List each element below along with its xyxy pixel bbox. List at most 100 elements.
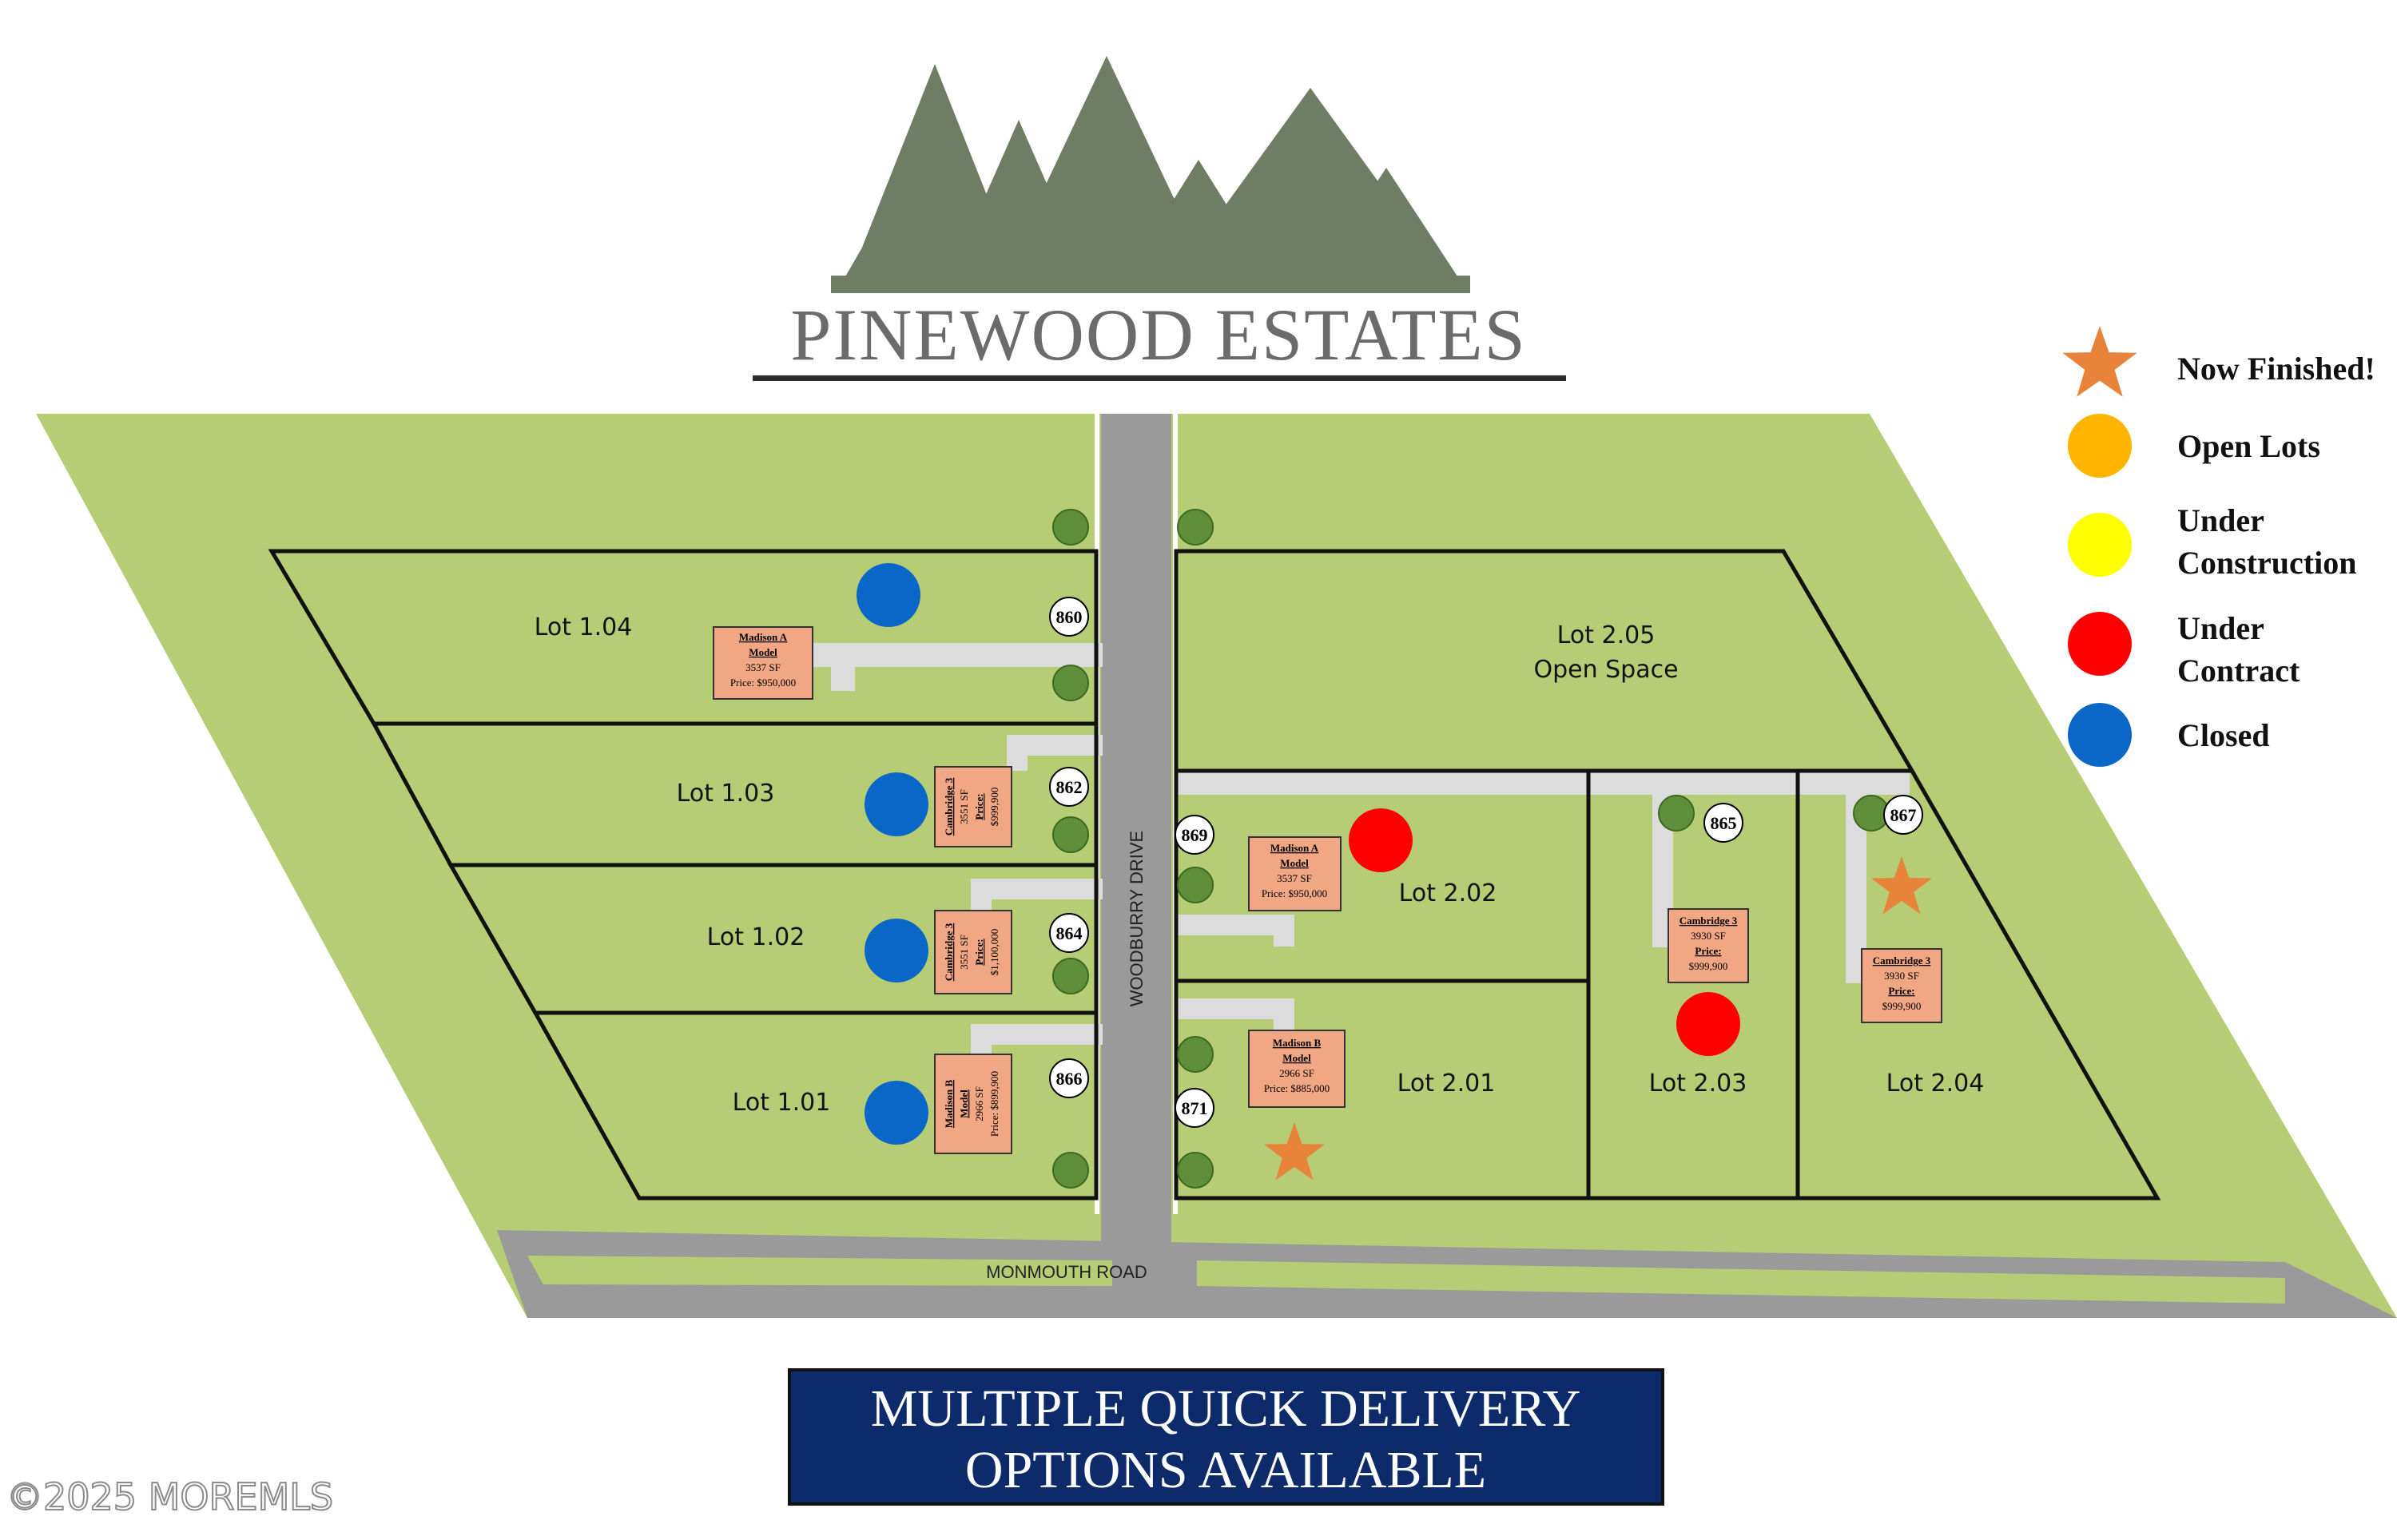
svg-text:Price: $885,000: Price: $885,000 [1264,1082,1330,1094]
lot-2-01-label: Lot 2.01 [1397,1070,1496,1097]
svg-text:Price: $950,000: Price: $950,000 [730,677,796,689]
legend-open-lots: Open Lots [2177,428,2320,464]
lot-2-02-model-box: Madison A Model 3537 SF Price: $950,000 [1248,836,1342,911]
svg-text:Madison B: Madison B [1273,1037,1322,1049]
road-median-left [527,1256,1112,1286]
legend-closed-swatch [2068,703,2132,767]
road-median-right [1197,1260,2285,1304]
legend-under-contract-swatch [2068,612,2132,676]
legend-under-contract-1: Under [2177,610,2264,646]
svg-text:Madison A: Madison A [1270,842,1319,854]
svg-text:865: 865 [1711,813,1737,833]
tree-icons [1052,509,1890,1189]
lot-2-04-label: Lot 2.04 [1886,1070,1985,1097]
legend-closed: Closed [2177,717,2270,753]
lot-1-03-label: Lot 1.03 [677,780,775,808]
svg-text:$999,900: $999,900 [1689,960,1728,972]
svg-text:867: 867 [1890,805,1917,825]
svg-text:862: 862 [1056,777,1083,797]
legend-star-icon [2062,326,2137,397]
lot-1-02-address-badge: 864 [1049,913,1089,953]
svg-text:Price:: Price: [1695,945,1721,957]
banner-line-2: OPTIONS AVAILABLE [965,1441,1486,1499]
lot-1-01-address-badge: 866 [1049,1058,1089,1098]
svg-text:$999,900: $999,900 [988,788,1000,827]
lot-1-04-model-box: Madison A Model 3537 SF Price: $950,000 [713,626,813,700]
svg-text:Model: Model [749,646,777,658]
lot-2-01-star-icon [1264,1122,1325,1181]
svg-text:Model: Model [958,1090,970,1118]
lot-1-01-label: Lot 1.01 [733,1089,831,1117]
svg-text:Model: Model [1282,1052,1311,1064]
svg-text:3537 SF: 3537 SF [745,661,781,673]
lot-1-03-model-box: Cambridge 3 3551 SF Price: $999,900 [934,766,1012,847]
svg-text:$1,100,000: $1,100,000 [988,929,1000,976]
svg-text:2966 SF: 2966 SF [973,1086,985,1121]
woodburry-drive [1101,414,1171,1246]
svg-text:3930 SF: 3930 SF [1691,930,1726,942]
svg-text:3930 SF: 3930 SF [1884,970,1919,982]
legend-open-lots-swatch [2068,414,2132,478]
svg-text:2966 SF: 2966 SF [1279,1067,1314,1079]
svg-text:Cambridge 3: Cambridge 3 [1873,955,1931,966]
svg-text:Price: $899,900: Price: $899,900 [988,1071,1000,1137]
svg-text:Cambridge 3: Cambridge 3 [943,923,955,981]
lot-1-01-status-closed [865,1081,928,1145]
lot-2-03-model-box: Cambridge 3 3930 SF Price: $999,900 [1668,908,1749,983]
lot-2-04-model-box: Cambridge 3 3930 SF Price: $999,900 [1861,948,1942,1023]
svg-text:864: 864 [1056,923,1083,943]
lot-1-03-address-badge: 862 [1049,767,1089,807]
svg-text:Price: $950,000: Price: $950,000 [1262,887,1327,899]
lot-2-01-address-badge: 871 [1175,1088,1214,1128]
lot-1-03-status-closed [865,772,928,836]
lot-2-01-model-box: Madison B Model 2966 SF Price: $885,000 [1248,1030,1346,1108]
legend: Now Finished! Open Lots Under Constructi… [2062,326,2375,767]
lot-2-03-label: Lot 2.03 [1649,1070,1747,1097]
svg-text:Price:: Price: [1888,985,1914,997]
lot-1-01-model-box: Madison B Model 2966 SF Price: $899,900 [934,1054,1012,1154]
svg-text:866: 866 [1056,1069,1083,1089]
land-parcel [36,414,2397,1318]
title-underline [753,375,1566,381]
svg-text:3537 SF: 3537 SF [1277,872,1312,884]
svg-text:Madison B: Madison B [943,1080,955,1129]
legend-under-construction-2: Construction [2177,545,2356,581]
banner-line-1: MULTIPLE QUICK DELIVERY [871,1379,1581,1438]
svg-text:$999,900: $999,900 [1882,1000,1922,1012]
svg-text:Madison A: Madison A [739,631,788,643]
pinewood-logo: PINEWOOD ESTATES [753,56,1566,381]
svg-text:860: 860 [1056,607,1083,627]
lot-2-03-status-under-contract [1676,992,1740,1056]
lot-1-04-status-closed [857,563,920,627]
quick-delivery-banner: MULTIPLE QUICK DELIVERY OPTIONS AVAILABL… [788,1368,1664,1506]
svg-text:3551 SF: 3551 SF [958,789,970,824]
legend-under-construction-1: Under [2177,502,2264,538]
pine-trees-logo-icon [831,56,1470,293]
legend-under-contract-2: Contract [2177,653,2300,689]
legend-now-finished: Now Finished! [2177,351,2375,387]
copyright-watermark: ©2025 MOREMLS [6,1475,333,1518]
svg-text:Price:: Price: [973,793,985,820]
lot-lines [268,549,2161,1201]
lot-2-04-address-badge: 867 [1883,795,1923,835]
lot-1-04-label: Lot 1.04 [535,613,633,641]
woodburry-drive-label: WOODBURRY DRIVE [1127,831,1147,1006]
svg-text:869: 869 [1182,825,1208,845]
lot-1-02-status-closed [865,919,928,982]
svg-text:871: 871 [1182,1098,1208,1118]
lot-2-02-status-under-contract [1349,808,1413,872]
lot-2-03-address-badge: 865 [1703,803,1743,843]
lot-1-02-label: Lot 1.02 [707,923,805,951]
lot-2-05-sublabel: Open Space [1533,656,1678,684]
lot-2-02-address-badge: 869 [1175,815,1214,855]
svg-text:Cambridge 3: Cambridge 3 [1679,915,1738,927]
svg-text:Model: Model [1280,857,1309,869]
lot-1-02-model-box: Cambridge 3 3551 SF Price: $1,100,000 [934,910,1012,994]
legend-under-construction-swatch [2068,513,2132,577]
lot-2-02-label: Lot 2.02 [1399,879,1497,907]
lot-1-04-address-badge: 860 [1049,597,1089,637]
svg-text:Price:: Price: [973,939,985,965]
lot-2-05-label: Lot 2.05 [1557,621,1656,649]
svg-text:Cambridge 3: Cambridge 3 [943,777,955,835]
